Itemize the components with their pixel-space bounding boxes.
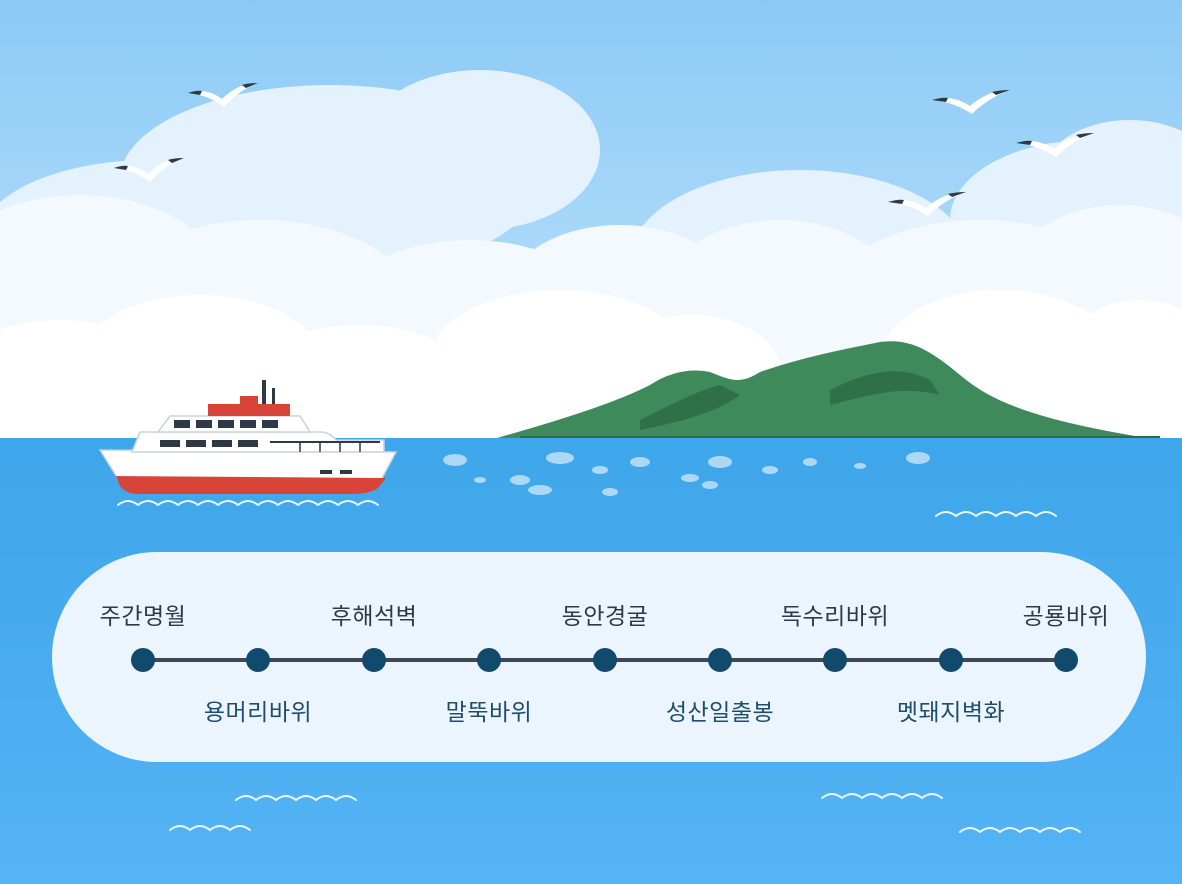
route-panel: [52, 552, 1146, 762]
route-stop-label: 독수리바위: [780, 604, 890, 630]
route-stop-label: 멧돼지벽화: [896, 700, 1006, 726]
route-stop-label: 용머리바위: [203, 700, 313, 726]
route-stop-label: 주간명월: [99, 604, 187, 630]
wave-icon: [117, 500, 1081, 834]
sea-sparkles: [443, 452, 930, 496]
seagull-icon: [114, 83, 1094, 216]
ship-icon: [98, 380, 398, 494]
route-stop-label: 후해석벽: [330, 604, 418, 630]
route-stop-label: 공룡바위: [1022, 604, 1110, 630]
route-stop-label: 동안경굴: [561, 604, 649, 630]
route-stop-label: 말뚝바위: [445, 700, 533, 726]
route-stop-label: 성산일출봉: [665, 700, 775, 726]
